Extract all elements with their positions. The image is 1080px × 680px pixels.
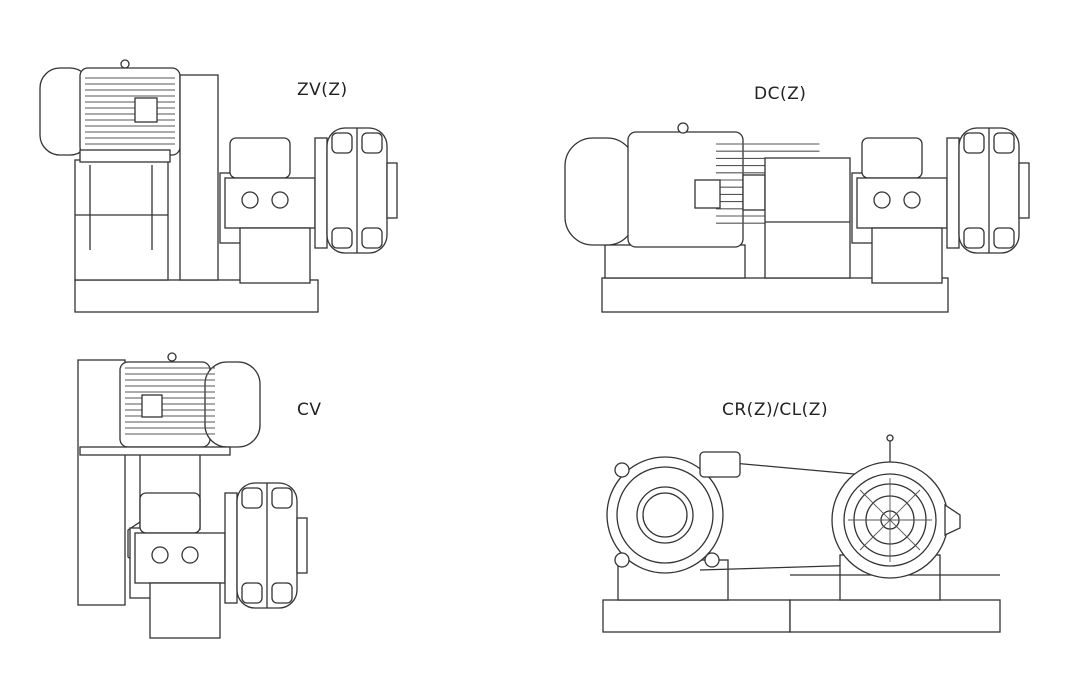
label-crz-clz: CR(Z)/CL(Z) (722, 400, 829, 420)
arrangement-zvz (39, 59, 398, 313)
arrangement-cv (77, 352, 308, 639)
arrangement-crz-clz (602, 434, 1001, 633)
label-dcz: DC(Z) (754, 84, 807, 104)
arrangement-dcz (564, 122, 1030, 313)
label-zvz: ZV(Z) (297, 80, 348, 100)
label-cv: CV (297, 400, 322, 420)
